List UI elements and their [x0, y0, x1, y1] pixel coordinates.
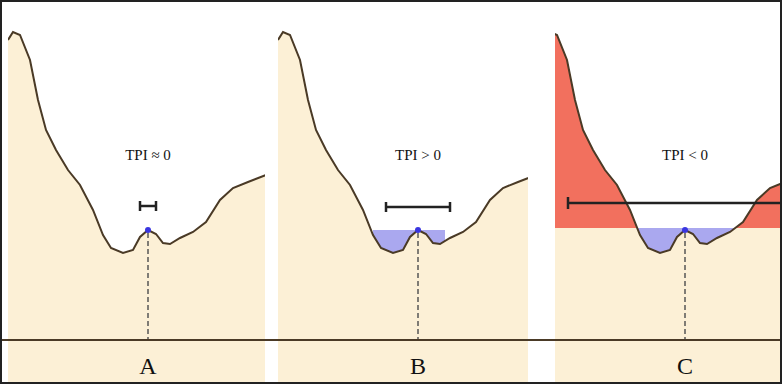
index-label: TPI < 0 — [662, 147, 708, 164]
terrain-profile — [8, 32, 265, 253]
index-label: TPI ≈ 0 — [125, 147, 171, 164]
terrain-fill — [555, 32, 781, 383]
radius-tick — [385, 202, 388, 212]
higher-area — [555, 32, 781, 228]
radius-bar — [568, 202, 781, 205]
dashed-line — [684, 233, 686, 340]
terrain-fill — [8, 32, 265, 383]
terrain-profile — [555, 32, 781, 253]
terrain-panel — [278, 32, 528, 383]
baseline — [1, 339, 781, 341]
point-letter: A — [139, 353, 156, 380]
point-dot — [415, 227, 421, 233]
radius-bar — [386, 206, 450, 209]
radius-tick — [139, 201, 142, 211]
dashed-line — [147, 233, 149, 340]
point-dot — [145, 227, 151, 233]
dashed-line — [417, 233, 419, 340]
terrain-fill — [278, 32, 528, 383]
terrain-panel — [8, 32, 265, 383]
radius-tick — [155, 201, 158, 211]
index-label: TPI > 0 — [395, 147, 441, 164]
radius-bar — [140, 205, 156, 208]
terrain-panel — [555, 32, 781, 383]
point-letter: B — [410, 353, 426, 380]
point-dot — [682, 227, 688, 233]
point-letter: C — [677, 353, 693, 380]
radius-tick — [449, 202, 452, 212]
radius-tick — [567, 197, 570, 209]
terrain-profile — [278, 32, 528, 253]
